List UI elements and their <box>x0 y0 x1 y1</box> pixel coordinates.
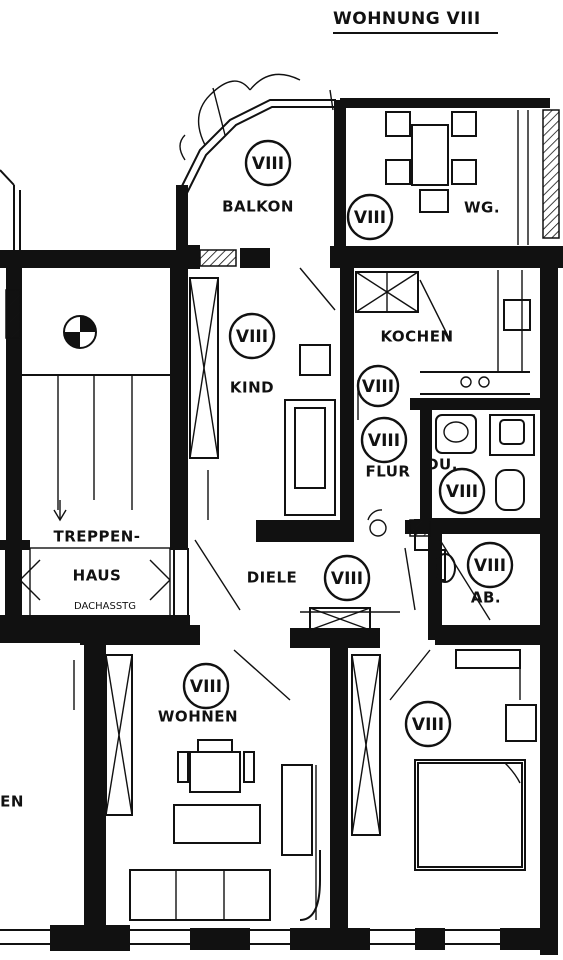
room-label-wg: WG. <box>464 199 500 217</box>
unit-mark: VIII <box>252 154 284 174</box>
kind-furniture <box>189 277 336 516</box>
room-label-treppenhaus-1: TREPPEN- <box>53 528 140 546</box>
bedroom-room: VIII <box>404 700 452 748</box>
room-label-diele: DIELE <box>247 569 298 587</box>
unit-mark: VIII <box>474 556 506 576</box>
room-label-dachasstg: DACHASSTG <box>74 601 136 612</box>
door-swings <box>194 267 491 701</box>
stairwell <box>19 315 171 619</box>
ab-room: VIII AB. <box>466 541 514 607</box>
room-label-flur: FLUR <box>365 463 410 481</box>
unit-mark: VIII <box>368 431 400 451</box>
walls <box>0 98 563 955</box>
room-label-kochen: KOCHEN <box>380 328 453 346</box>
room-label-partial: EN <box>0 793 24 811</box>
room-label-kind: KIND <box>230 379 274 397</box>
window-lines <box>0 548 500 945</box>
plan-title: WOHNUNG VIII <box>333 9 481 29</box>
flur-room: VIII FLUR <box>360 416 410 481</box>
unit-mark: VIII <box>412 715 444 735</box>
left-edge-details <box>0 169 75 710</box>
wohnen-furniture <box>105 654 321 921</box>
room-label-balkon: BALKON <box>222 198 294 216</box>
wohnen-room: VIII WOHNEN <box>158 662 238 726</box>
unit-mark: VIII <box>331 569 363 589</box>
kochen-room: KOCHEN VIII <box>356 328 453 408</box>
partial-left-room: EN <box>0 793 24 811</box>
room-label-ab: AB. <box>471 589 501 607</box>
unit-mark: VIII <box>236 327 268 347</box>
room-label-treppenhaus-2: HAUS <box>73 567 122 585</box>
room-label-wohnen: WOHNEN <box>158 708 238 726</box>
bathroom-fixtures <box>435 414 535 511</box>
kind-room: VIII KIND <box>228 312 276 397</box>
dining-table <box>385 110 529 245</box>
du-room: DU. VIII <box>426 456 486 515</box>
balkon-room: VIII BALKON <box>222 139 294 216</box>
bedroom-furniture <box>351 649 537 871</box>
wg-room: VIII WG. <box>346 193 500 241</box>
kitchen-fixtures <box>355 270 531 395</box>
unit-mark: VIII <box>354 208 386 228</box>
balkon-outline <box>179 73 336 196</box>
treppenhaus-room: TREPPEN- HAUS DACHASSTG <box>53 528 140 613</box>
unit-mark: VIII <box>362 377 394 397</box>
diele-room: DIELE VIII <box>247 554 371 602</box>
unit-mark: VIII <box>190 677 222 697</box>
unit-mark: VIII <box>446 482 478 502</box>
room-label-du: DU. <box>426 456 458 474</box>
